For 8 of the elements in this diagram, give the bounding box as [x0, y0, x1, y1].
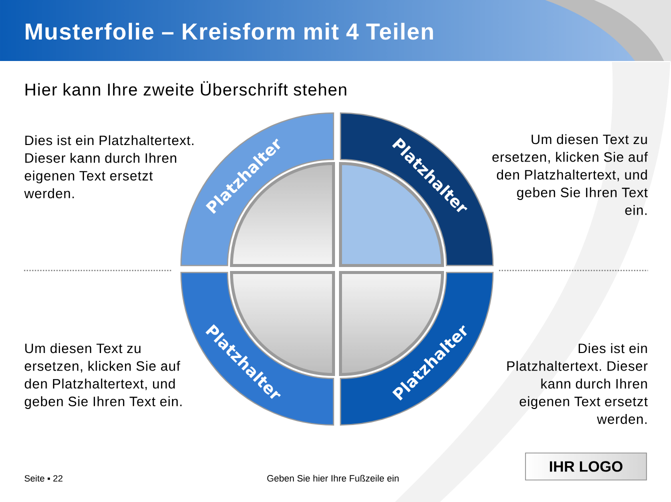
page-number: Seite ▪ 22: [24, 474, 62, 482]
subtitle: Hier kann Ihre zweite Überschrift stehen: [26, 81, 346, 96]
footer-text: Geben Sie hier Ihre Fußzeile ein: [267, 474, 399, 482]
placeholder-box: IHR LOGO: [525, 452, 647, 480]
body-text: Um diesen Text zu ersetzen, klicken Sie auf den Platzhaltertext, und geben Sie Ihren Text ein.: [492, 134, 648, 215]
title-banner: Musterfolie – Kreisform mit 4 Teilen: [26, 0, 671, 61]
body-text: Um diesen Text zu ersetzen, klicken Sie auf den Platzhaltertext, und geben Sie Ihren Text ein.: [24, 343, 182, 409]
body-text: Dies ist ein Platzhaltertext. Dieser kann durch Ihren eigenen Text ersetzt werden.: [507, 343, 648, 424]
